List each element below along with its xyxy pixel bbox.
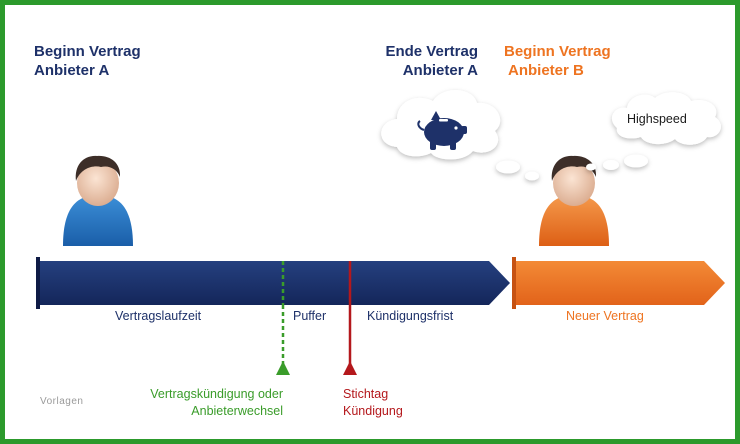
heading-start-old-line2: Anbieter A — [34, 62, 110, 79]
heading-start-old-line1: Beginn Vertrag — [34, 43, 141, 60]
heading-end-old-line1: Ende Vertrag — [385, 43, 478, 60]
label-deadline-line1: Stichtag — [343, 387, 389, 401]
heading-end-old-line2: Anbieter A — [402, 62, 478, 79]
heading-start-new-line1: Beginn Vertrag — [504, 43, 611, 60]
label-cancellation-line1: Vertragskündigung oder — [150, 387, 283, 401]
label-cancellation-line2: Anbieterwechsel — [191, 404, 283, 418]
label-buffer: Puffer — [293, 309, 327, 323]
watermark: Vorlagen — [40, 396, 84, 407]
label-notice-period: Kündigungsfrist — [367, 309, 454, 323]
diagram-graphics — [36, 89, 725, 375]
marker-cancellation — [276, 261, 290, 375]
person-icon — [63, 155, 133, 246]
piggy-bank-icon — [417, 111, 467, 150]
timeline-new-contract — [512, 257, 725, 309]
bubble-highspeed-text: Highspeed — [627, 112, 687, 126]
marker-deadline — [343, 261, 357, 375]
label-new-contract: Neuer Vertrag — [566, 309, 644, 323]
heading-start-new-line2: Anbieter B — [508, 62, 584, 79]
person-icon — [539, 155, 609, 246]
label-deadline-line2: Kündigung — [343, 404, 403, 418]
timeline-old-contract — [36, 257, 510, 309]
thought-bubble-highspeed — [586, 92, 721, 171]
label-contract-term: Vertragslaufzeit — [115, 309, 202, 323]
